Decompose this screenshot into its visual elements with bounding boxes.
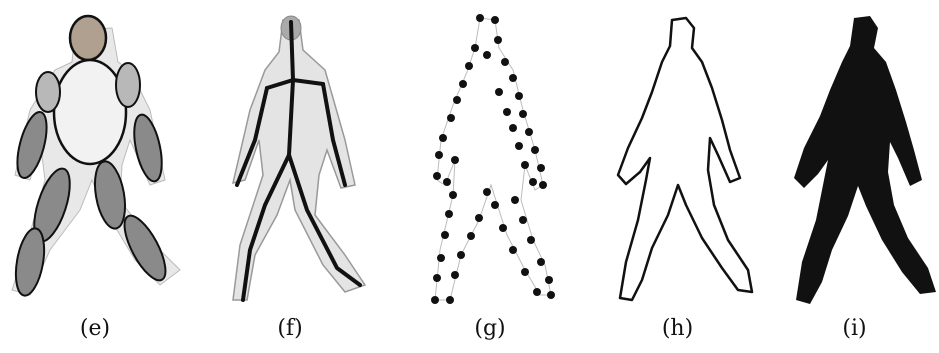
dotted-contour <box>395 0 585 310</box>
caption-g: (g) <box>395 316 585 341</box>
caption-f: (f) <box>195 316 385 341</box>
panel-e: (e) <box>0 0 190 353</box>
caption-i: (i) <box>770 316 939 341</box>
panel-f: (f) <box>195 0 385 353</box>
caption-e: (e) <box>0 316 190 341</box>
caption-h: (h) <box>590 316 765 341</box>
silhouette-mask <box>770 0 939 310</box>
panel-h: (h) <box>590 0 765 353</box>
ellipse-body-model <box>0 0 190 310</box>
torso-ellipse <box>54 60 126 164</box>
silhouette-outline <box>590 0 765 310</box>
panel-g: (g) <box>395 0 585 353</box>
panel-i: (i) <box>770 0 939 353</box>
stick-skeleton <box>195 0 385 310</box>
head-ellipse <box>70 16 106 60</box>
